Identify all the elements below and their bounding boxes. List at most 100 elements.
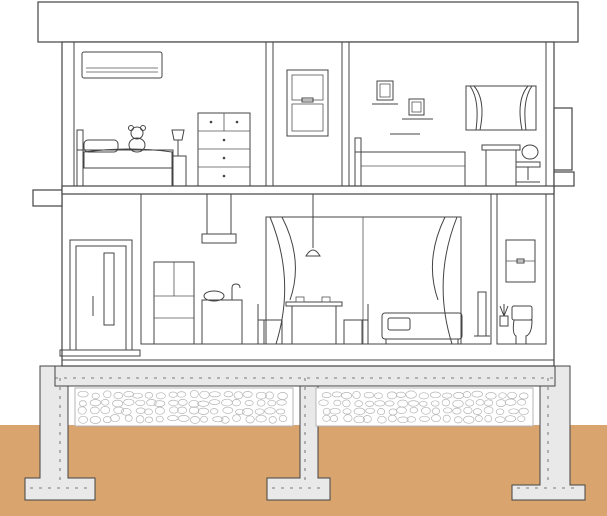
gravel-stone [354,400,363,407]
gravel-stone [483,406,494,414]
gravel-stone [519,392,529,400]
gravel-stone [365,400,374,407]
curtain-icon [265,216,462,345]
gravel-stone [333,399,342,407]
gravel-stone [431,407,440,415]
gravel-stone [471,390,483,398]
bed-icon [354,137,466,187]
gravel-stone [209,399,221,405]
gravel-stone [365,407,376,414]
gravel-stone [210,408,219,415]
house-shell [32,1,579,367]
gravel-stone [504,398,517,406]
gravel-stone [190,389,199,399]
gravel-stone [197,407,209,415]
gravel-stone [124,414,133,422]
gravel-stone [278,414,288,423]
speaker-icon [474,291,490,337]
gravel-stone [144,408,153,416]
gravel-stone [409,406,418,414]
gravel-stone [341,392,353,400]
gravel-stone [265,391,274,400]
gravel-stone [177,406,187,414]
gravel-stone [200,415,208,423]
gravel-stone [268,416,277,424]
table-lamp-icon [171,129,187,187]
concrete-foundation [24,365,586,501]
gravel-stone [406,416,417,423]
gravel-stone [484,414,493,423]
gravel-stone [78,415,88,424]
desk-chair-icon [515,144,541,183]
desk-icon [481,144,521,186]
gravel-stone [397,416,409,424]
gravel-stone [363,391,375,399]
gravel-stone [176,391,187,398]
gravel-stone [144,392,154,399]
gravel-stone [452,399,464,408]
gravel-stone [495,408,505,415]
gravel-stone [386,391,398,400]
gravel-stone [113,406,125,414]
gravel-stone [377,415,387,424]
gravel-stone [441,398,451,407]
gravel-stone [276,399,287,406]
gravel-stone [430,400,440,407]
gravel-stone [353,407,366,415]
gravel-stone [405,390,417,399]
kitchen-sink-icon [201,283,243,345]
gravel-stone [472,408,482,415]
range-hood-icon [201,193,237,244]
gravel-stone [443,407,453,414]
gravel-stone [135,407,146,414]
gravel-stone [507,391,517,399]
gravel-stone [132,392,143,399]
gravel-stone [396,406,407,414]
window-icon [505,239,536,283]
gravel-stone [485,392,497,400]
bed-icon [76,129,174,187]
gravel-stone [255,391,267,400]
gravel-stone [264,407,276,415]
gravel-stone [102,416,112,424]
gravel-stone [352,390,361,399]
gravel-stone [256,399,266,407]
gravel-stone [342,399,351,408]
gravel-stone [101,399,110,406]
gravel-stone [495,399,507,407]
dining-table-icon [285,296,343,344]
gravel-stone [498,392,507,399]
gravel-stone [463,406,473,414]
air-conditioner-icon [81,51,163,79]
gravel-stone [454,416,463,424]
gravel-stone [89,415,101,424]
gravel-stone [103,390,112,399]
gravel-stone [321,392,332,399]
gravel-stone [442,414,451,423]
gravel-stone [235,408,245,415]
gravel-stone [388,414,397,423]
gravel-stone [276,408,286,415]
gravel-stone [153,400,166,407]
gravel-stone [517,399,527,406]
gravel-stone [231,399,241,407]
gravel-stone [89,399,102,407]
gravel-stones [77,389,529,424]
gravel-stone [220,416,230,424]
gravel-stone [135,415,145,424]
gravel-stone [209,391,221,398]
gravel-stone [177,399,188,406]
gravel-stone [244,400,254,406]
gravel-stone [232,414,241,422]
gravel-bed-right [315,387,534,427]
gravel-stone [188,399,200,408]
gravel-stone [146,399,157,407]
gravel-stone [421,406,431,415]
gravel-stone [177,415,190,422]
gravel-stone [483,399,494,407]
gravel-stone [113,392,124,400]
gravel-stone [245,415,255,424]
window-icon [465,85,537,131]
gravel-stone [431,414,441,423]
